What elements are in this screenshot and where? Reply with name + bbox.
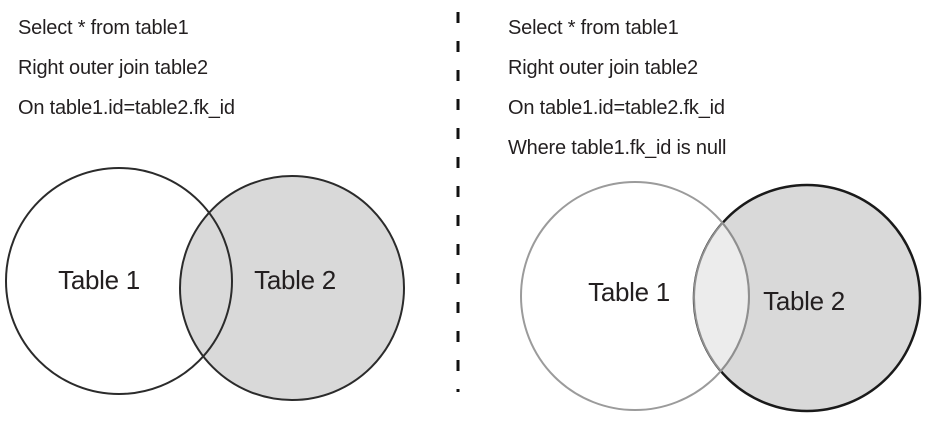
right-sql-query-block: Select * from table1 Right outer join ta…	[508, 8, 726, 168]
left-venn-table1-circle	[5, 167, 233, 395]
right-venn-diagram: Table 1 Table 2	[520, 181, 922, 413]
left-venn-table1-label: Table 1	[58, 265, 140, 295]
left-venn-diagram: Table 1 Table 2	[5, 167, 405, 401]
sql-query-line: Select * from table1	[18, 17, 189, 39]
left-sql-query-block: Select * from table1 Right outer join ta…	[18, 8, 235, 128]
sql-query-line: On table1.id=table2.fk_id	[508, 97, 725, 119]
sql-query-line: Right outer join table2	[18, 57, 208, 79]
left-venn-table2-circle	[179, 175, 405, 401]
right-venn-table2-label: Table 2	[763, 286, 845, 316]
right-venn-intersection-lens	[693, 221, 750, 373]
sql-query-line: On table1.id=table2.fk_id	[18, 97, 235, 119]
sql-query-line: Right outer join table2	[508, 57, 698, 79]
right-venn-table1-label: Table 1	[588, 277, 670, 307]
left-venn-table2-label: Table 2	[254, 265, 336, 295]
sql-query-line: Where table1.fk_id is null	[508, 137, 727, 159]
sql-query-line: Select * from table1	[508, 17, 679, 39]
